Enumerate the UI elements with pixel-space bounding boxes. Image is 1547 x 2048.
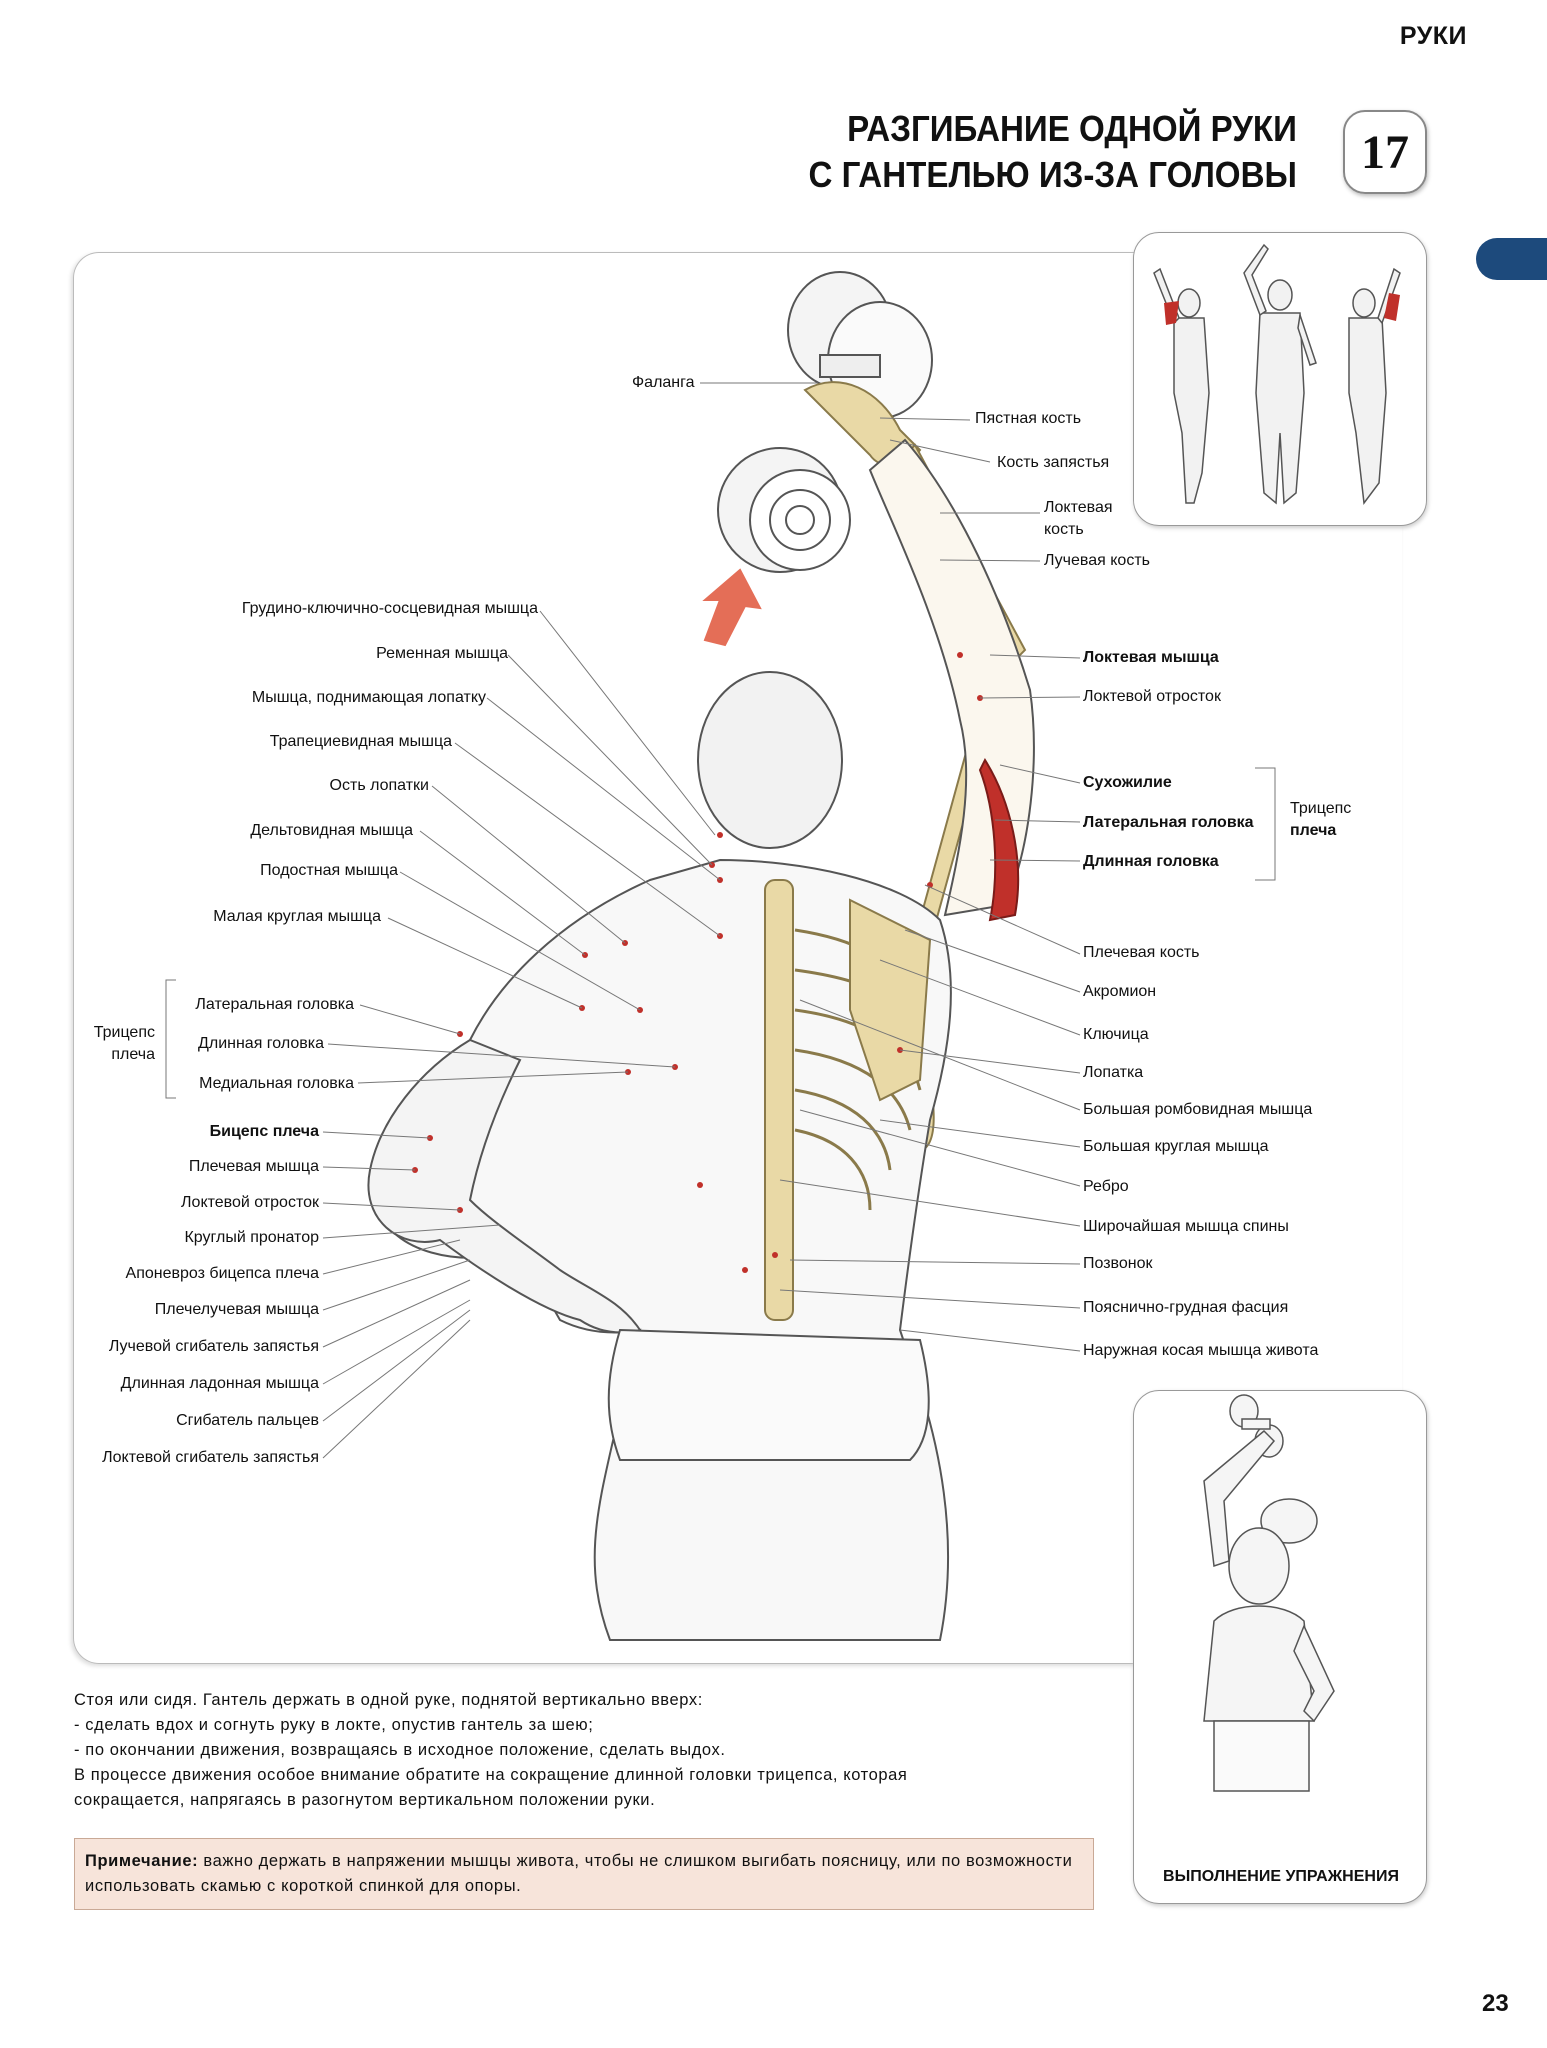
leader-lines-left bbox=[322, 610, 721, 1459]
head bbox=[697, 671, 843, 849]
leader-lines-right bbox=[700, 382, 1081, 1352]
label-finger-flexors: Сгибатель пальцев bbox=[176, 1412, 319, 1429]
note-text: важно держать в напряжении мышцы живота,… bbox=[85, 1852, 1073, 1895]
label-pronator-teres: Круглый пронатор bbox=[184, 1229, 319, 1246]
title-line-2: С ГАНТЕЛЬЮ ИЗ-ЗА ГОЛОВЫ bbox=[808, 154, 1297, 195]
label-teres-major: Большая круглая мышца bbox=[1083, 1138, 1269, 1155]
label-latissimus-dorsi: Широчайшая мышца спины bbox=[1083, 1218, 1289, 1235]
exercise-figure bbox=[1203, 1394, 1335, 1792]
label-bicipital-aponeurosis: Апоневроз бицепса плеча bbox=[125, 1265, 319, 1282]
triceps-bracket-right bbox=[1255, 767, 1276, 881]
dumbbell-lower bbox=[717, 447, 851, 573]
main-illustration-frame bbox=[73, 252, 1402, 1664]
title-line-1: РАЗГИБАНИЕ ОДНОЙ РУКИ bbox=[847, 108, 1297, 149]
label-scapula: Лопатка bbox=[1083, 1064, 1144, 1081]
label-ulna-line2: кость bbox=[1044, 521, 1084, 538]
label-triceps-medial-head: Медиальная головка bbox=[199, 1075, 354, 1092]
page-number: 23 bbox=[1482, 1990, 1509, 2017]
triceps-left-line1: Трицепс bbox=[93, 1024, 155, 1041]
label-external-oblique: Наружная косая мышца живота bbox=[1083, 1342, 1319, 1359]
label-triceps-lateral-head-left: Латеральная головка bbox=[195, 996, 354, 1013]
instructions-line-3: - по окончании движения, возвращаясь в и… bbox=[74, 1741, 726, 1759]
label-humerus: Плечевая кость bbox=[1083, 944, 1200, 961]
page-title: РАЗГИБАНИЕ ОДНОЙ РУКИ С ГАНТЕЛЬЮ ИЗ-ЗА Г… bbox=[809, 106, 1297, 198]
label-vertebra: Позвонок bbox=[1083, 1255, 1153, 1272]
label-splenius: Ременная мышца bbox=[376, 645, 508, 662]
label-ulna: Локтевая кость bbox=[1044, 497, 1113, 541]
label-triceps-lateral-head-right: Латеральная головка bbox=[1083, 814, 1254, 831]
label-brachioradialis: Плечелучевая мышца bbox=[154, 1301, 319, 1318]
label-thoracolumbar-fascia: Пояснично-грудная фасция bbox=[1083, 1299, 1289, 1316]
label-tendon: Сухожилие bbox=[1083, 774, 1172, 791]
label-sternocleidomastoid: Грудино-ключично-сосцевидная мышца bbox=[241, 600, 538, 617]
label-palmaris-longus: Длинная ладонная мышца bbox=[120, 1375, 319, 1392]
label-ulna-line1: Локтевая bbox=[1044, 499, 1113, 516]
triceps-right-line1: Трицепс bbox=[1290, 800, 1352, 817]
instructions-line-2: - сделать вдох и согнуть руку в локте, о… bbox=[74, 1716, 594, 1734]
exercise-number: 17 bbox=[1361, 125, 1409, 179]
triceps-bracket-left bbox=[165, 979, 176, 1099]
label-acromion: Акромион bbox=[1083, 983, 1157, 1000]
instructions-line-1: Стоя или сидя. Гантель держать в одной р… bbox=[74, 1691, 703, 1709]
spine bbox=[764, 879, 794, 1321]
label-triceps-group-left: Трицепс плеча bbox=[94, 1022, 155, 1066]
label-deltoid: Дельтовидная мышца bbox=[250, 822, 413, 839]
label-triceps-group-right: Трицепс плеча bbox=[1290, 798, 1351, 842]
label-phalanx: Фаланга bbox=[632, 374, 695, 391]
label-triceps-long-head-left: Длинная головка bbox=[198, 1035, 324, 1052]
label-anconeus: Локтевая мышца bbox=[1083, 649, 1219, 666]
label-olecranon-right: Локтевой отросток bbox=[1083, 688, 1221, 705]
instructions: Стоя или сидя. Гантель держать в одной р… bbox=[74, 1688, 1094, 1813]
left-arm-outline bbox=[367, 1038, 642, 1334]
scapula bbox=[849, 898, 932, 1102]
label-rhomboid-major: Большая ромбовидная мышца bbox=[1083, 1101, 1313, 1118]
label-scapular-spine: Ость лопатки bbox=[329, 777, 429, 794]
triceps-highlight bbox=[978, 757, 1020, 922]
label-flexor-carpi-ulnaris: Локтевой сгибатель запястья bbox=[102, 1449, 319, 1466]
muscle-map-figures bbox=[1153, 243, 1401, 505]
label-brachialis: Плечевая мышца bbox=[188, 1158, 319, 1175]
triceps-left-line2: плеча bbox=[111, 1046, 155, 1063]
execution-label: ВЫПОЛНЕНИЕ УПРАЖНЕНИЯ bbox=[1163, 1868, 1399, 1885]
muscle-map-inset bbox=[1133, 232, 1427, 526]
label-trapezius: Трапециевидная мышца bbox=[269, 733, 452, 750]
label-clavicle: Ключица bbox=[1083, 1026, 1149, 1043]
label-flexor-carpi-radialis: Лучевой сгибатель запястья bbox=[108, 1338, 319, 1355]
note-label: Примечание: bbox=[85, 1852, 199, 1870]
shorts bbox=[607, 1328, 930, 1461]
note-box: Примечание: важно держать в напряжении м… bbox=[74, 1838, 1094, 1910]
label-infraspinatus: Подостная мышца bbox=[260, 862, 398, 879]
triceps-right-line2: плеча bbox=[1290, 822, 1337, 839]
label-metacarpal: Пястная кость bbox=[975, 410, 1082, 427]
instructions-line-5: сокращается, напрягаясь в разогнутом вер… bbox=[74, 1791, 656, 1809]
label-rib: Ребро bbox=[1083, 1178, 1129, 1195]
label-triceps-long-head-right: Длинная головка bbox=[1083, 853, 1219, 870]
instructions-line-4: В процессе движения особое внимание обра… bbox=[74, 1766, 908, 1784]
exercise-execution-inset bbox=[1133, 1390, 1427, 1904]
label-radius: Лучевая кость bbox=[1044, 552, 1150, 569]
label-olecranon-left: Локтевой отросток bbox=[181, 1194, 319, 1211]
label-biceps: Бицепс плеча bbox=[209, 1123, 319, 1140]
label-carpal: Кость запястья bbox=[997, 454, 1110, 471]
motion-arrow bbox=[702, 568, 762, 647]
chapter-tab bbox=[1476, 238, 1547, 280]
label-levator-scapulae: Мышца, поднимающая лопатку bbox=[251, 689, 486, 706]
exercise-number-badge: 17 bbox=[1343, 110, 1427, 194]
label-teres-minor: Малая круглая мышца bbox=[213, 908, 381, 925]
section-title: РУКИ bbox=[1399, 22, 1467, 50]
